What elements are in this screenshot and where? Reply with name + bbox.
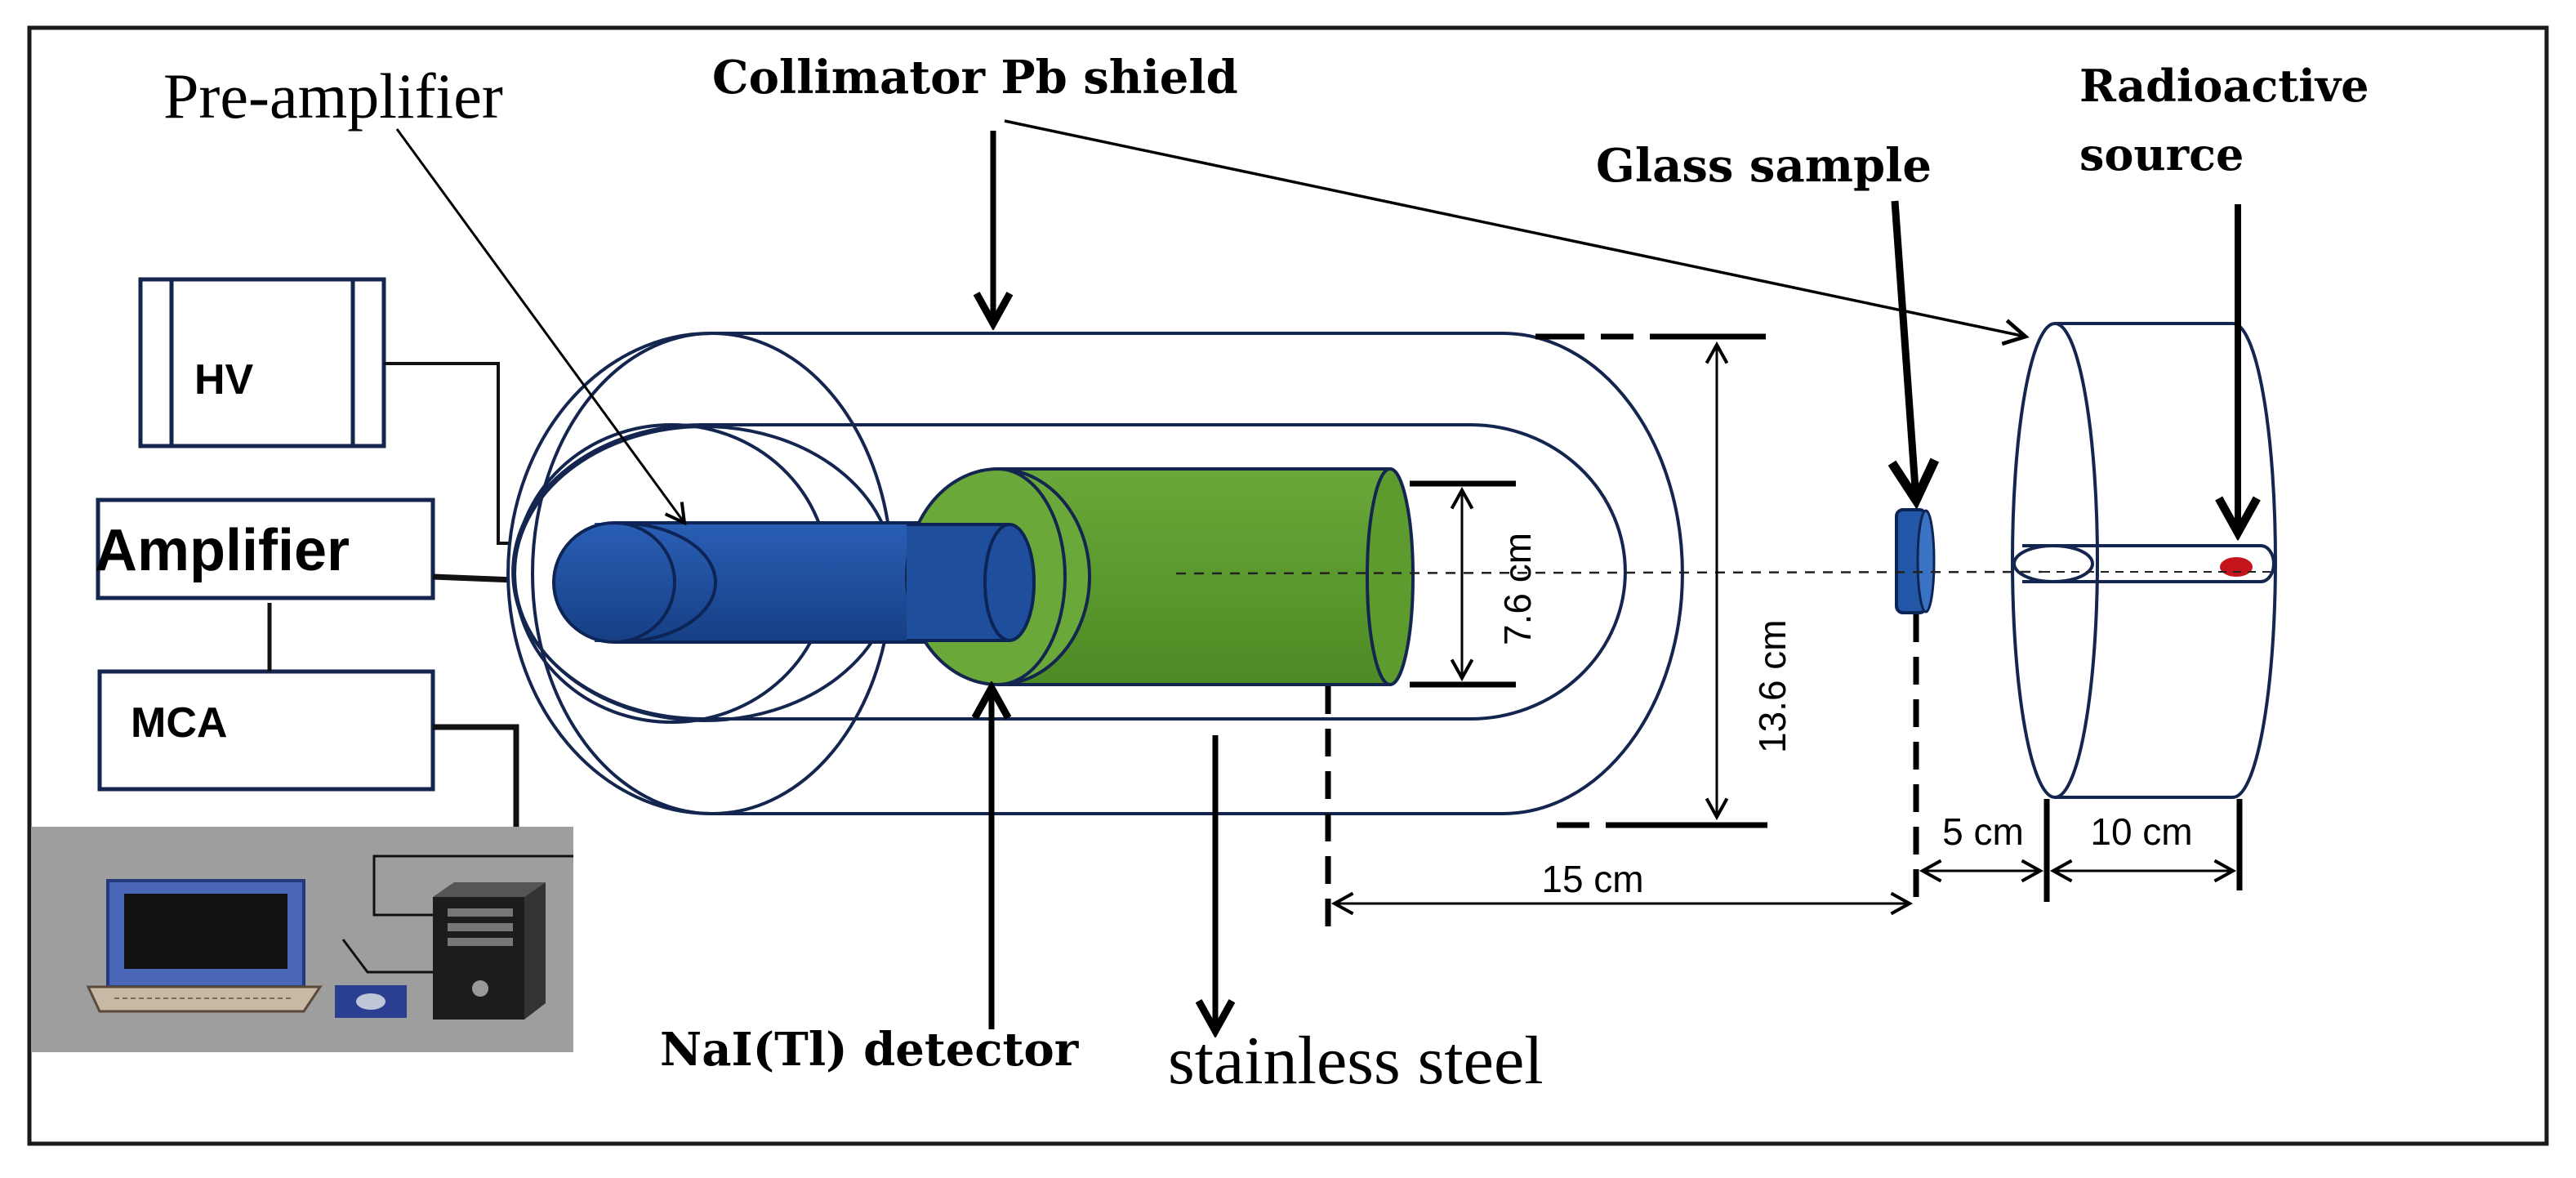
collimator-label: Collimator Pb shield	[712, 51, 1238, 105]
stainless-steel-label: stainless steel	[1168, 1023, 1544, 1099]
dimension-5-label: 5 cm	[1942, 810, 2024, 853]
pre-amplifier-arrow	[395, 128, 687, 526]
dimension-10-label: 10 cm	[2090, 810, 2192, 853]
hv-label: HV	[194, 356, 254, 404]
dimension-13-6-label: 13.6 cm	[1751, 619, 1794, 753]
mca-label: MCA	[131, 699, 227, 747]
dimension-10cm: 10 cm	[2049, 810, 2237, 883]
dimension-15-label: 15 cm	[1541, 858, 1643, 900]
radioactive-label-line1: Radioactive	[2079, 60, 2369, 112]
dimension-7-6cm: 7.6 cm	[1410, 480, 1539, 688]
dimension-13-6cm: 13.6 cm	[1535, 333, 1794, 828]
amplifier-module: Amplifier	[95, 498, 435, 600]
nai-detector-cylinder	[905, 467, 1415, 686]
glass-sample	[1895, 508, 1936, 614]
dimension-5cm: 5 cm	[1919, 810, 2044, 883]
amplifier-label: Amplifier	[95, 518, 350, 583]
pre-amplifier-label: Pre-amplifier	[163, 60, 503, 132]
computer-workstation	[31, 827, 573, 1052]
glass-sample-label: Glass sample	[1596, 139, 1932, 193]
detector-label: NaI(Tl) detector	[660, 1023, 1080, 1077]
dimension-15cm: 15 cm	[1330, 858, 1914, 916]
laptop-icon	[86, 879, 323, 1013]
source-holder-cylinder	[2011, 322, 2277, 799]
desktop-tower-icon	[433, 882, 546, 1020]
mca-module: MCA	[97, 669, 435, 792]
radioactive-label-line2: source	[2079, 128, 2244, 181]
collimator-holder-arrow	[1004, 119, 2030, 346]
radioactive-source-dot	[2220, 557, 2253, 577]
beam-axis	[1175, 570, 2043, 575]
hv-module: HV	[138, 277, 386, 448]
glass-sample-arrow	[1895, 200, 1916, 500]
mouse-icon	[335, 985, 407, 1018]
dimension-7-6-label: 7.6 cm	[1496, 533, 1539, 645]
